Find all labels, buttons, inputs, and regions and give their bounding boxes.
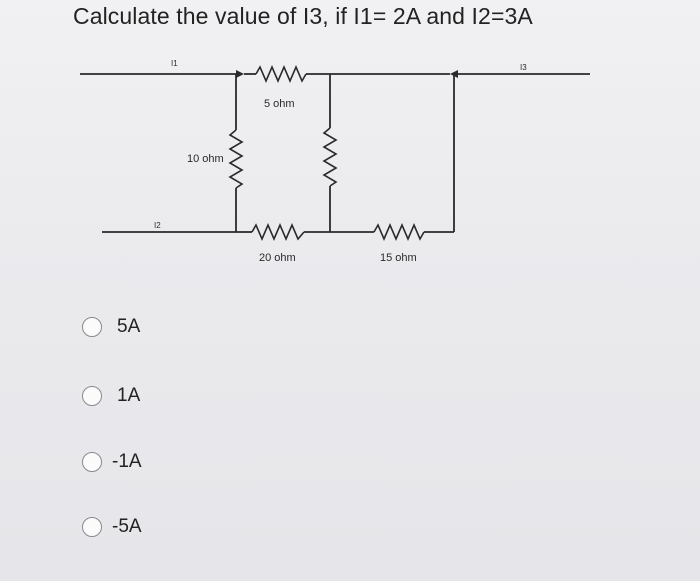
radio-button[interactable]	[82, 317, 102, 337]
option-5a[interactable]: 5A	[82, 316, 140, 338]
question-text: Calculate the value of I3, if I1= 2A and…	[73, 3, 533, 29]
option-label: -1A	[112, 451, 142, 472]
radio-button[interactable]	[82, 452, 102, 472]
option-minus-5a[interactable]: -5A	[82, 516, 142, 538]
resistor-20ohm	[251, 222, 305, 242]
option-minus-1a[interactable]: -1A	[82, 451, 142, 473]
option-label: -5A	[112, 516, 142, 537]
resistor-middle	[322, 127, 338, 187]
resistor-5ohm	[255, 64, 307, 84]
label-5ohm: 5 ohm	[264, 98, 295, 110]
circuit-diagram: I1 I2 I3 5 ohm 10 ohm 20 ohm 15 ohm	[80, 59, 590, 264]
label-i2: I2	[154, 221, 161, 230]
label-20ohm: 20 ohm	[259, 252, 296, 264]
radio-button[interactable]	[82, 517, 102, 537]
radio-button[interactable]	[82, 386, 102, 406]
option-label: 5A	[117, 316, 141, 337]
i1-arrow-icon	[236, 70, 244, 78]
label-10ohm: 10 ohm	[187, 153, 224, 165]
label-i3: I3	[520, 63, 527, 72]
option-label: 1A	[117, 385, 141, 406]
resistor-15ohm	[373, 222, 425, 242]
option-1a[interactable]: 1A	[82, 385, 140, 407]
label-i1: I1	[171, 59, 178, 68]
label-15ohm: 15 ohm	[380, 252, 417, 264]
resistor-10ohm	[228, 129, 244, 189]
